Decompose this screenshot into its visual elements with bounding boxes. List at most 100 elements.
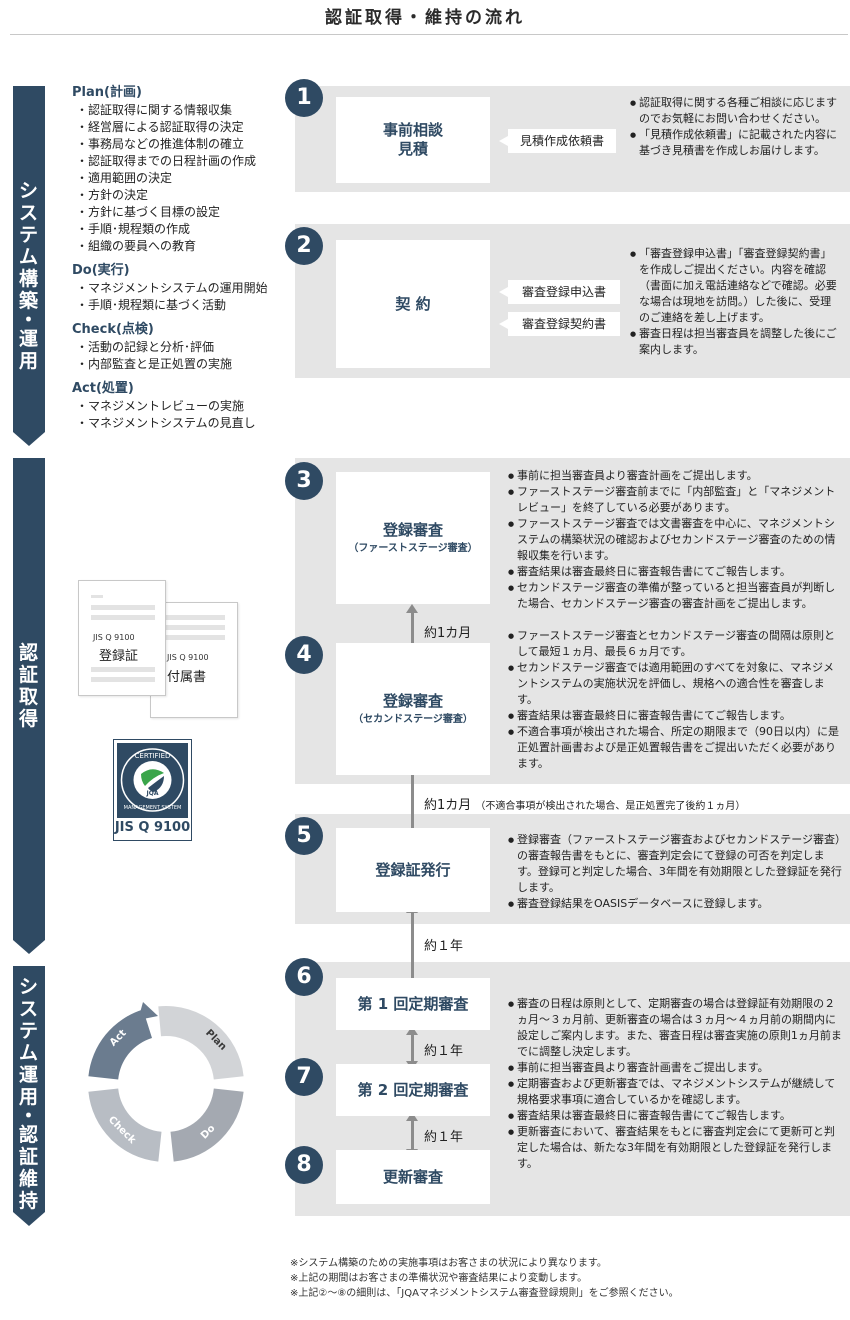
pdca-item: 認証取得に関する情報収集 bbox=[72, 102, 287, 119]
phase-glyph: 運 bbox=[18, 1064, 39, 1086]
note-5-2: 審査登録結果をOASISデータベースに登録します。 bbox=[508, 896, 842, 912]
note-1-2: 「見積作成依頼書」に記載された内容に基づき見積書を作成しお届けします。 bbox=[630, 127, 842, 159]
phase-glyph: 持 bbox=[18, 1190, 39, 1212]
note-2-1: 「審査登録申込書」「審査登録契約書」を作成しご提出ください。内容を確認（書面に加… bbox=[630, 246, 842, 326]
note-4-1: ファーストステージ審査とセカンドステージ審査の間隔は原則として最短１ヵ月、最長６… bbox=[508, 628, 842, 660]
connector-7-8 bbox=[411, 1120, 414, 1150]
step-number-3: 3 bbox=[285, 462, 323, 500]
phase-glyph: 証 bbox=[18, 1146, 39, 1168]
note-3-4: 審査結果は審査最終日に審査報告書にてご報告します。 bbox=[508, 564, 842, 580]
notes-maintenance: 審査の日程は原則として、定期審査の場合は登録証有効期限の２ヵ月～３ヵ月前、更新審… bbox=[508, 996, 842, 1172]
pdca-item: 活動の記録と分析･評価 bbox=[72, 339, 287, 356]
interval-6-7: 約１年 bbox=[424, 1044, 464, 1059]
phase-glyph: ス bbox=[18, 202, 39, 224]
note-3-2: ファーストステージ審査前までに「内部監査」と「マネジメントレビュー」を終了してい… bbox=[508, 484, 842, 516]
interval-3-4: 約1カ月 bbox=[424, 626, 472, 641]
step-title-4: 登録審査 bbox=[382, 692, 443, 710]
step-title-3: 登録審査 bbox=[382, 521, 443, 539]
note-m-2: 事前に担当審査員より審査計画書をご提出します。 bbox=[508, 1060, 842, 1076]
jqa-mark-label: JIS Q 9100 bbox=[114, 820, 191, 835]
jqa-mark-emblem: CERTIFIED MANAGEMENT SYSTEM JQA bbox=[117, 743, 188, 818]
step-box-4: 登録審査 （セカンドステージ審査） bbox=[336, 643, 490, 775]
step-number-2: 2 bbox=[285, 227, 323, 265]
pdca-item: 事務局などの推進体制の確立 bbox=[72, 136, 287, 153]
phase-glyph: 認 bbox=[18, 1124, 39, 1146]
cycle-segment-plan bbox=[158, 1006, 244, 1080]
annex-title: 付属書 bbox=[167, 670, 207, 685]
connector-5-6 bbox=[411, 912, 414, 980]
footnotes: ※システム構築のための実施事項はお客さまの状況により異なります。 ※上記の期間は… bbox=[290, 1256, 850, 1301]
phase-glyph: ム bbox=[18, 246, 39, 268]
jqa-top-text: CERTIFIED bbox=[135, 752, 171, 760]
jqa-center-text: JQA bbox=[146, 790, 159, 797]
step-box-5: 登録証発行 bbox=[336, 828, 490, 912]
connector-3-4 bbox=[411, 612, 414, 646]
phase-bar-certification: 認証取得 bbox=[13, 458, 45, 954]
pdca-heading: Act(処置) bbox=[72, 381, 134, 396]
step-box-7: 第 2 回定期審査 bbox=[336, 1064, 490, 1116]
pdca-item: マネジメントシステムの見直し bbox=[72, 415, 287, 432]
cycle-arrow-head bbox=[138, 1002, 158, 1020]
notes-step-1: 認証取得に関する各種ご相談に応じますのでお気軽にお問い合わせください。 「見積作… bbox=[630, 95, 842, 159]
pdca-item: 方針に基づく目標の設定 bbox=[72, 204, 287, 221]
interval-4-5: 約1カ月 （不適合事項が検出された場合、是正処置完了後約１ヵ月） bbox=[424, 794, 745, 813]
phase-label-build: システム構築・運用 bbox=[13, 180, 45, 372]
step-number-4: 4 bbox=[285, 636, 323, 674]
jqa-seal-icon: CERTIFIED MANAGEMENT SYSTEM JQA bbox=[120, 748, 185, 812]
note-m-5: 更新審査において、審査結果をもとに審査判定会にて更新可と判定した場合は、新たな3… bbox=[508, 1124, 842, 1172]
note-4-3: 審査結果は審査最終日に審査報告書にてご報告します。 bbox=[508, 708, 842, 724]
footnote-2: ※上記の期間はお客さまの準備状況や審査結果により変動します。 bbox=[290, 1273, 588, 1284]
note-m-3: 定期審査および更新審査では、マネジメントシステムが継続して規格要求事項に適合して… bbox=[508, 1076, 842, 1108]
pdca-item: 経営層による認証取得の決定 bbox=[72, 119, 287, 136]
cycle-segment-act bbox=[88, 1009, 152, 1080]
note-4-2: セカンドステージ審査では適用範囲のすべてを対象に、マネジメントシステムの実施状況… bbox=[508, 660, 842, 708]
step-title-1b: 見積 bbox=[397, 140, 428, 158]
phase-bar-build: システム構築・運用 bbox=[13, 86, 45, 446]
pdca-item: 組織の要員への教育 bbox=[72, 238, 287, 255]
pdca-item: マネジメントレビューの実施 bbox=[72, 398, 287, 415]
arrow-up-3-4 bbox=[406, 604, 418, 613]
pdca-heading: Do(実行) bbox=[72, 263, 130, 278]
step-box-2: 契 約 bbox=[336, 240, 490, 368]
phase-glyph: ・ bbox=[18, 309, 39, 331]
step-title-8: 更新審査 bbox=[382, 1167, 443, 1186]
connector-6-7 bbox=[411, 1034, 414, 1062]
phase-glyph: 認 bbox=[18, 642, 39, 664]
note-1-1: 認証取得に関する各種ご相談に応じますのでお気軽にお問い合わせください。 bbox=[630, 95, 842, 127]
phase-glyph: 築 bbox=[18, 290, 39, 312]
step-number-5: 5 bbox=[285, 817, 323, 855]
pdca-heading: Check(点検) bbox=[72, 322, 154, 337]
phase-glyph: シ bbox=[18, 976, 39, 998]
step-box-1: 事前相談 見積 bbox=[336, 97, 490, 183]
note-m-4: 審査結果は審査最終日に審査報告書にてご報告します。 bbox=[508, 1108, 842, 1124]
phase-glyph: 用 bbox=[18, 1086, 39, 1108]
interval-4-5-note: （不適合事項が検出された場合、是正処置完了後約１ヵ月） bbox=[475, 801, 746, 812]
step-number-1: 1 bbox=[285, 79, 323, 117]
phase-glyph: テ bbox=[18, 224, 39, 246]
phase-glyph: ・ bbox=[18, 1105, 39, 1127]
phase-label-certification: 認証取得 bbox=[13, 642, 45, 730]
certificate-title: 登録証 bbox=[99, 649, 139, 664]
notes-step-2: 「審査登録申込書」「審査登録契約書」を作成しご提出ください。内容を確認（書面に加… bbox=[630, 246, 842, 358]
pdca-list: Plan(計画) 認証取得に関する情報収集経営層による認証取得の決定事務局などの推… bbox=[72, 84, 287, 432]
doc-application-form: 審査登録申込書 bbox=[499, 280, 620, 304]
phase-glyph: 用 bbox=[18, 350, 39, 372]
footnote-3: ※上記②～⑧の細則は、「JQAマネジメントシステム審査登録規則」をご参照ください… bbox=[290, 1288, 679, 1299]
notes-step-5: 登録審査（ファーストステージ審査およびセカンドステージ審査）の審査報告書をもとに… bbox=[508, 832, 842, 912]
jqa-certification-mark: CERTIFIED MANAGEMENT SYSTEM JQA JIS Q 91… bbox=[113, 739, 192, 841]
pdca-item: 手順･規程類に基づく活動 bbox=[72, 297, 287, 314]
phase-bar-maintenance: システム運用・認証維持 bbox=[13, 966, 45, 1226]
step-box-3: 登録審査 （ファーストステージ審査） bbox=[336, 472, 490, 604]
note-3-1: 事前に担当審査員より審査計画をご提出します。 bbox=[508, 468, 842, 484]
phase-glyph: 維 bbox=[18, 1168, 39, 1190]
step-subtitle-3: （ファーストステージ審査） bbox=[348, 543, 478, 554]
phase-glyph: シ bbox=[18, 180, 39, 202]
note-m-1: 審査の日程は原則として、定期審査の場合は登録証有効期限の２ヵ月～３ヵ月前、更新審… bbox=[508, 996, 842, 1060]
doc-contract-form: 審査登録契約書 bbox=[499, 312, 620, 336]
interval-5-6: 約１年 bbox=[424, 939, 464, 954]
step-number-7: 7 bbox=[285, 1058, 323, 1096]
step-subtitle-4: （セカンドステージ審査） bbox=[353, 714, 473, 725]
pdca-item: 適用範囲の決定 bbox=[72, 170, 287, 187]
pdca-heading: Plan(計画) bbox=[72, 85, 142, 100]
pdca-cycle-diagram: Act Plan Do Check bbox=[88, 1002, 244, 1162]
